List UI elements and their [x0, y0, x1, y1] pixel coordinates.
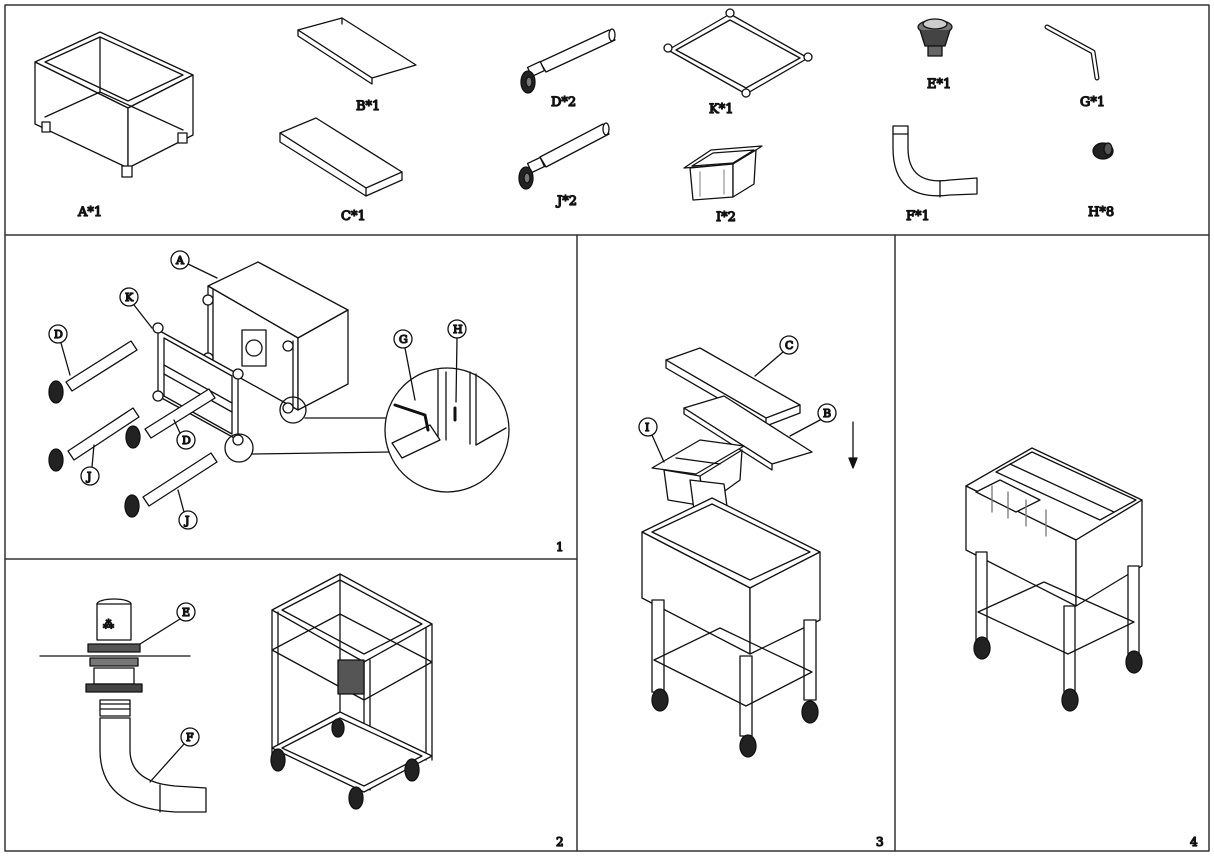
part-d-leg [520, 28, 616, 94]
callout-e: E [182, 606, 190, 619]
callout-d-upper: D [54, 328, 63, 341]
callout-k: K [125, 291, 134, 304]
step1-undershelf-frame [152, 322, 244, 446]
step3-cover-b [683, 395, 813, 471]
callout-h: H [453, 323, 463, 336]
callout-a: A [175, 254, 185, 267]
step2-stand-assembled [270, 573, 433, 810]
callout-g: G [399, 333, 408, 346]
part-a-basin [34, 31, 194, 178]
panel-frames [4, 4, 1210, 852]
step2-drain-exploded: ⁂ [39, 598, 191, 717]
step1-leg-j-left [48, 407, 140, 472]
step2-callouts: E F [139, 602, 200, 783]
step1-detail-zoom [224, 367, 510, 493]
label-part-c: C*1 [341, 209, 366, 224]
step1-leg-d-upper [48, 340, 138, 404]
label-part-a: A*1 [77, 205, 102, 220]
step1-leg-j-right [124, 452, 218, 518]
step3-callouts: C B I [638, 335, 837, 463]
step3-cart [641, 497, 821, 758]
step-1-panel: A K D D J J G H 1 [48, 250, 564, 555]
label-part-j: J*2 [555, 194, 577, 209]
part-j-leg [518, 122, 610, 190]
step2-hose [99, 717, 207, 813]
label-part-g: G*1 [1080, 95, 1105, 110]
step-2-number: 2 [556, 835, 564, 849]
part-e-drain [917, 18, 953, 57]
step3-down-arrow [848, 421, 858, 469]
part-g-hex-key [1044, 24, 1100, 81]
part-k-undershelf [663, 8, 813, 98]
step-1-number: 1 [556, 540, 564, 554]
step-4-panel: 4 [965, 447, 1199, 850]
step1-callouts: A K D D J J G H [48, 250, 467, 530]
svg-text:⁂: ⁂ [103, 618, 114, 631]
label-part-f: F*1 [906, 209, 930, 224]
part-f-hose [892, 125, 978, 198]
callout-j-left: J [86, 470, 91, 483]
step4-finished-cart [965, 447, 1143, 712]
part-b-cover [297, 17, 417, 85]
step-4-number: 4 [1190, 835, 1198, 849]
step-3-panel: C B I 3 [638, 335, 884, 850]
step-3-number: 3 [876, 835, 884, 849]
label-part-d: D*2 [551, 95, 576, 110]
callout-b: B [823, 407, 831, 420]
callout-d-lower: D [182, 434, 191, 447]
part-i-pan [683, 145, 763, 201]
step-2-panel: ⁂ E F [39, 573, 564, 850]
part-h-nut [1092, 142, 1114, 160]
callout-f: F [186, 731, 194, 744]
label-part-b: B*1 [356, 99, 380, 114]
part-c-board [279, 117, 403, 197]
step1-basin [202, 261, 349, 414]
callout-i: I [645, 421, 649, 434]
label-part-h: H*8 [1088, 205, 1114, 220]
callout-j-right: J [184, 514, 189, 527]
label-part-k: K*1 [709, 102, 733, 117]
label-part-i: I*2 [716, 210, 736, 225]
callout-c: C [785, 339, 793, 352]
step1-leg-d-lower [125, 388, 216, 449]
step3-pans-i [651, 439, 745, 515]
parts-list-panel: A*1 B*1 C*1 D*2 J*2 K*1 I*2 E*1 F*1 G*1 … [34, 8, 1115, 226]
label-part-e: E*1 [927, 77, 951, 92]
